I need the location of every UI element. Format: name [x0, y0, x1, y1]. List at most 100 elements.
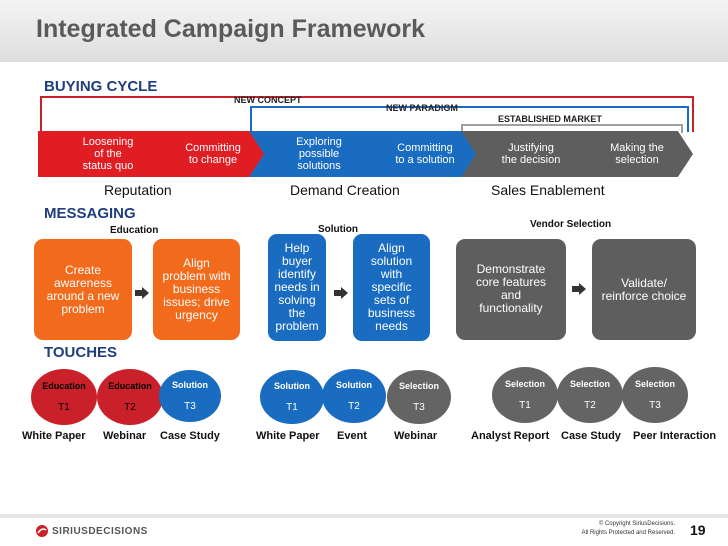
touch-stage: Solution [172, 379, 208, 390]
buying-cycle-heading: BUYING CYCLE [44, 78, 158, 95]
message-line: issues; drive [163, 295, 230, 309]
buying-cycle-step-line: possible [298, 148, 340, 160]
footer-logo-text: SIRIUSDECISIONS [52, 526, 148, 537]
touch-tier: T3 [649, 399, 661, 411]
message-line: sets of [373, 293, 410, 307]
touch-stage: Selection [504, 378, 545, 389]
right-arrow-icon [334, 287, 348, 299]
touch-tier: T1 [286, 401, 298, 413]
touch-stage: Solution [274, 380, 310, 391]
buying-cycle-step-line: to a solution [395, 154, 455, 166]
buying-cycle-step-line: Making the [610, 142, 664, 154]
message-line: business [172, 282, 221, 296]
messaging-heading: MESSAGING [44, 205, 136, 222]
message-line: awareness [53, 275, 112, 290]
touch-tier: T3 [184, 400, 196, 412]
buying-cycle-step-line: Loosening [82, 136, 134, 148]
touch-label: Webinar [394, 430, 438, 442]
message-line: the [288, 306, 306, 320]
siriusdecisions-logo-icon [36, 525, 48, 537]
touch-label: Analyst Report [471, 430, 550, 442]
message-line: solution [370, 254, 413, 268]
message-line: buyer [281, 254, 313, 268]
message-line: problem [275, 319, 319, 333]
page-title: Integrated Campaign Framework [36, 15, 425, 43]
touch-tier: T3 [413, 401, 425, 413]
stage-label-education: Education [110, 225, 159, 236]
new-paradigm-bracket [250, 106, 689, 132]
message-line: needs in [274, 280, 320, 294]
established-market-label: ESTABLISHED MARKET [498, 114, 602, 124]
message-line: Align [378, 241, 405, 255]
message-line: around a new [46, 288, 120, 303]
buying-cycle-step-line: selection [615, 154, 659, 166]
footer-copyright: © Copyright SiriusDecisions. All Rights … [570, 520, 675, 538]
message-line: Create [64, 262, 101, 277]
touch-stage: Selection [398, 380, 439, 391]
message-line: with [380, 267, 403, 281]
buying-cycle-step-line: Committing [397, 142, 453, 154]
message-line: reinforce choice [601, 289, 687, 303]
touch-tier: T1 [58, 401, 70, 413]
touch-label: Case Study [561, 430, 621, 442]
buying-cycle-step-line: solutions [297, 160, 341, 172]
touch-stage: Solution [336, 379, 372, 390]
touch-stage: Education [42, 380, 86, 391]
touch-stage: Selection [569, 378, 610, 389]
message-line: problem [61, 301, 105, 316]
touches-heading: TOUCHES [44, 344, 118, 361]
touch-label: Event [337, 430, 367, 442]
stage-label-solution: Solution [318, 224, 358, 235]
pillar-sales-enablement: Sales Enablement [491, 182, 605, 198]
new-paradigm-label: NEW PARADIGM [386, 103, 458, 113]
pillar-reputation: Reputation [104, 182, 172, 198]
touch-tier: T2 [348, 400, 360, 412]
message-line: core features [475, 275, 547, 289]
established-market-bracket [461, 124, 683, 133]
message-line: functionality [479, 301, 543, 315]
buying-cycle-step-line: Committing [185, 142, 241, 154]
touch-tier: T1 [519, 399, 531, 411]
message-line: Align [183, 256, 210, 270]
validate-choice-box: Validate/reinforce choice [592, 239, 696, 340]
buying-cycle-step-line: status quo [82, 160, 134, 172]
touch-label: White Paper [22, 430, 86, 442]
new-concept-bracket [40, 96, 694, 132]
message-line: problem with [162, 269, 231, 283]
message-line: solving [278, 293, 316, 307]
right-arrow-icon [135, 287, 149, 299]
title-bar [0, 0, 728, 62]
message-line: specific [371, 280, 412, 294]
message-line: Help [284, 241, 310, 255]
buying-cycle-step-line: of the [94, 148, 122, 160]
stage-label-vendor-selection: Vendor Selection [530, 219, 612, 230]
message-line: Demonstrate [476, 262, 546, 276]
buying-cycle-step-line: Exploring [296, 136, 342, 148]
new-concept-label: NEW CONCEPT [234, 95, 302, 105]
buying-cycle-step-line: the decision [501, 154, 561, 166]
message-line: business [367, 306, 416, 320]
touch-label: White Paper [256, 430, 320, 442]
